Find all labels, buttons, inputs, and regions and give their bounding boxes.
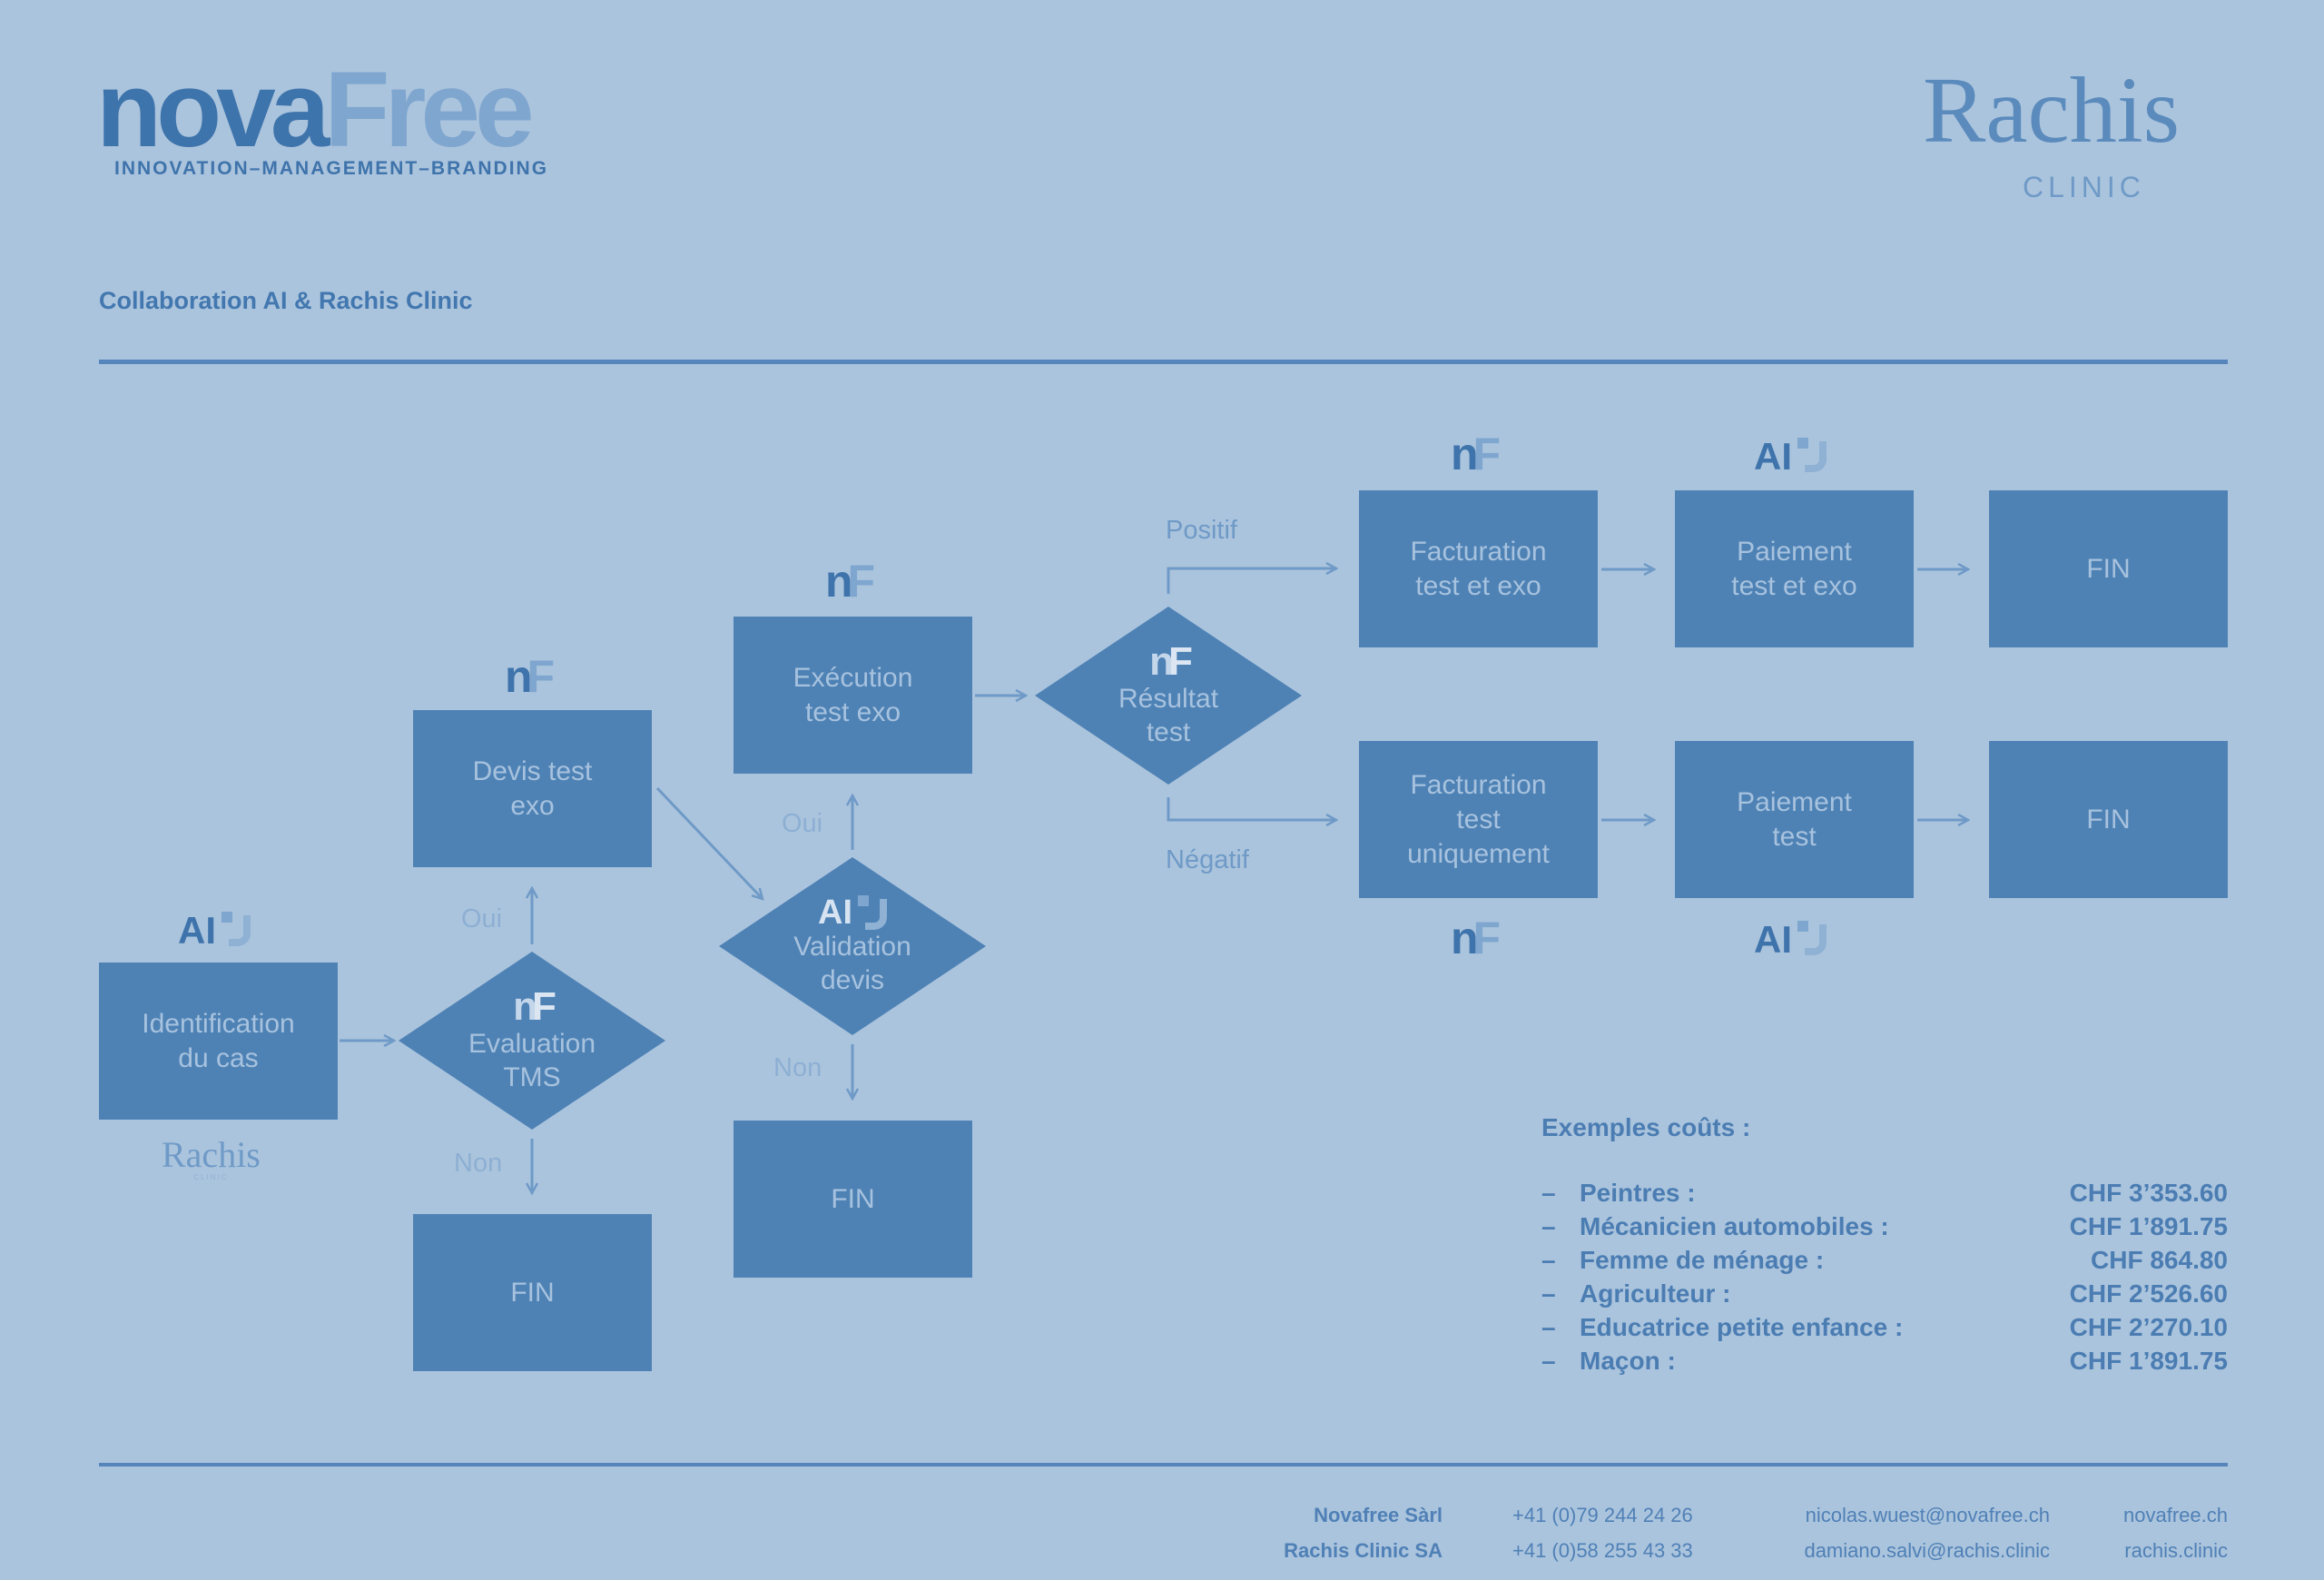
label-negatif: Négatif bbox=[1166, 845, 1249, 874]
cost-label: Educatrice petite enfance : bbox=[1580, 1313, 1904, 1341]
cost-item: –Femme de ménage : CHF 864.80 bbox=[1541, 1246, 2228, 1279]
footer-website[interactable]: rachis.clinic bbox=[2124, 1539, 2228, 1562]
ai-icon: AI bbox=[178, 912, 251, 950]
cost-item: –Mécanicien automobiles : CHF 1’891.75 bbox=[1541, 1212, 2228, 1246]
costs-title: Exemples coûts : bbox=[1541, 1113, 1751, 1141]
label-non: Non bbox=[454, 1149, 503, 1178]
footer-company: Novafree Sàrl bbox=[1314, 1504, 1443, 1526]
footer-email[interactable]: nicolas.wuest@novafree.ch bbox=[1805, 1504, 2050, 1526]
cost-item: –Maçon : CHF 1’891.75 bbox=[1541, 1347, 2228, 1380]
step-devis: Devis test exo bbox=[413, 710, 652, 867]
step-fin-test: FIN bbox=[1989, 741, 2228, 898]
cost-item: –Peintres : CHF 3’353.60 bbox=[1541, 1179, 2228, 1212]
page-subtitle: Collaboration AI & Rachis Clinic bbox=[99, 287, 473, 314]
footer-phone: +41 (0)79 244 24 26 bbox=[1512, 1504, 1693, 1526]
cost-value: CHF 2’270.10 bbox=[2069, 1313, 2228, 1341]
novafree-logo: novaFree bbox=[96, 56, 535, 163]
novafree-icon: nF bbox=[513, 984, 556, 1029]
label-positif: Positif bbox=[1166, 516, 1237, 545]
cost-label: Mécanicien automobiles : bbox=[1580, 1212, 1889, 1240]
arrow-resultat-negatif bbox=[1167, 797, 1336, 820]
logo-part-nova: nova bbox=[96, 50, 330, 170]
novafree-tagline: INNOVATION–MANAGEMENT–BRANDING bbox=[114, 158, 549, 179]
novafree-icon: nF bbox=[1451, 429, 1501, 479]
footer-divider bbox=[99, 1463, 2228, 1466]
novafree-icon: nF bbox=[1149, 639, 1193, 684]
novafree-icon: nF bbox=[825, 556, 875, 607]
step-fin-validation: FIN bbox=[734, 1121, 972, 1278]
ai-icon: AI bbox=[1754, 438, 1827, 476]
cost-label: Peintres : bbox=[1580, 1179, 1696, 1207]
label-oui: Oui bbox=[782, 809, 823, 838]
logo-part-free: Free bbox=[324, 50, 534, 170]
label-non: Non bbox=[773, 1053, 822, 1082]
novafree-icon: nF bbox=[505, 651, 555, 702]
footer-phone: +41 (0)58 255 43 33 bbox=[1512, 1539, 1693, 1562]
cost-label: Agriculteur : bbox=[1580, 1279, 1731, 1308]
decision-evaluation: nF Evaluation TMS bbox=[399, 952, 665, 1130]
cost-value: CHF 864.80 bbox=[2091, 1246, 2228, 1274]
cost-value: CHF 2’526.60 bbox=[2069, 1279, 2228, 1308]
dash-bullet: – bbox=[1541, 1313, 1556, 1341]
footer-company: Rachis Clinic SA bbox=[1284, 1539, 1443, 1562]
step-paiement-exo: Paiement test et exo bbox=[1675, 490, 1914, 647]
cost-value: CHF 1’891.75 bbox=[2069, 1347, 2228, 1375]
footer-website[interactable]: novafree.ch bbox=[2123, 1504, 2228, 1526]
dash-bullet: – bbox=[1541, 1279, 1556, 1308]
dash-bullet: – bbox=[1541, 1246, 1556, 1274]
cost-value: CHF 1’891.75 bbox=[2069, 1212, 2228, 1240]
arrow-resultat-positif bbox=[1167, 568, 1336, 594]
cost-label: Femme de ménage : bbox=[1580, 1246, 1825, 1274]
step-paiement-test: Paiement test bbox=[1675, 741, 1914, 898]
label-oui: Oui bbox=[461, 904, 503, 933]
rachis-logo: Rachis bbox=[1923, 58, 2181, 163]
ai-icon: AI bbox=[1754, 921, 1827, 959]
ai-icon: AI bbox=[818, 895, 887, 930]
cost-item: –Agriculteur : CHF 2’526.60 bbox=[1541, 1279, 2228, 1313]
decision-label: Validation devis bbox=[793, 932, 911, 995]
dash-bullet: – bbox=[1541, 1212, 1556, 1240]
decision-validation: AI Validation devis bbox=[719, 857, 986, 1035]
footer-email[interactable]: damiano.salvi@rachis.clinic bbox=[1804, 1539, 2050, 1562]
step-facturation-exo: Facturation test et exo bbox=[1359, 490, 1598, 647]
dash-bullet: – bbox=[1541, 1347, 1556, 1375]
decision-label: Résultat test bbox=[1118, 684, 1219, 747]
step-identification: Identification du cas bbox=[99, 963, 338, 1120]
novafree-icon: nF bbox=[1451, 913, 1501, 963]
step-fin-evaluation: FIN bbox=[413, 1214, 652, 1371]
step-facturation-test: Facturation test uniquement bbox=[1359, 741, 1598, 898]
decision-label: Evaluation TMS bbox=[468, 1029, 596, 1092]
cost-value: CHF 3’353.60 bbox=[2069, 1179, 2228, 1207]
dash-bullet: – bbox=[1541, 1179, 1556, 1207]
step-execution: Exécution test exo bbox=[734, 617, 972, 774]
cost-item: –Educatrice petite enfance : CHF 2’270.10 bbox=[1541, 1313, 2228, 1347]
cost-label: Maçon : bbox=[1580, 1347, 1676, 1375]
rachis-logo-sub: CLINIC bbox=[2023, 171, 2145, 203]
step-fin-exo: FIN bbox=[1989, 490, 2228, 647]
decision-resultat: nF Résultat test bbox=[1035, 607, 1302, 785]
header-divider bbox=[99, 360, 2228, 364]
